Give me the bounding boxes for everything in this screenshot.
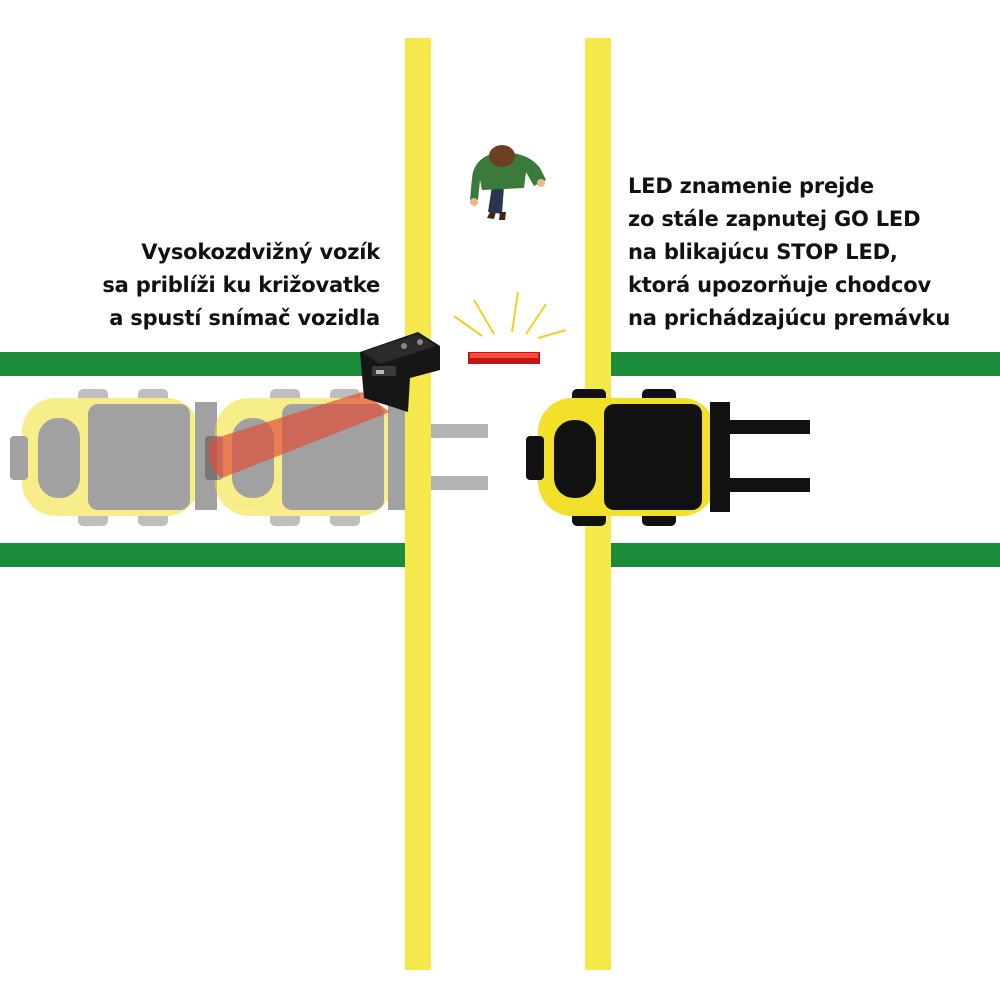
forklift-icon (526, 389, 810, 526)
right-caption: LED znamenie prejde zo stále zapnutej GO… (628, 170, 950, 335)
lane-line-top-right (611, 352, 1000, 376)
stop-led-icon (453, 291, 567, 364)
lane-line-bottom-left (0, 543, 405, 567)
left-caption: Vysokozdvižný vozík sa priblíži ku križo… (102, 236, 380, 335)
sensor-beam (208, 392, 390, 478)
left-caption-line: Vysokozdvižný vozík (141, 240, 380, 264)
lane-line-bottom-right (611, 543, 1000, 567)
pedestrian-icon (470, 145, 546, 220)
right-caption-line: ktorá upozorňuje chodcov (628, 273, 931, 297)
green-lane-lines (0, 352, 1000, 567)
left-caption-line: sa priblíži ku križovatke (102, 273, 380, 297)
right-caption-line: na blikajúcu STOP LED, (628, 240, 898, 264)
right-caption-line: LED znamenie prejde (628, 174, 874, 198)
forklift-ghost-far (10, 389, 217, 526)
right-caption-line: zo stále zapnutej GO LED (628, 207, 921, 231)
motion-sensor-icon (360, 332, 440, 412)
lane-line-top-left (0, 352, 405, 376)
walkway-line-left (405, 38, 431, 970)
right-caption-line: na prichádzajúcu premávku (628, 306, 951, 330)
left-caption-line: a spustí snímač vozidla (109, 306, 380, 330)
